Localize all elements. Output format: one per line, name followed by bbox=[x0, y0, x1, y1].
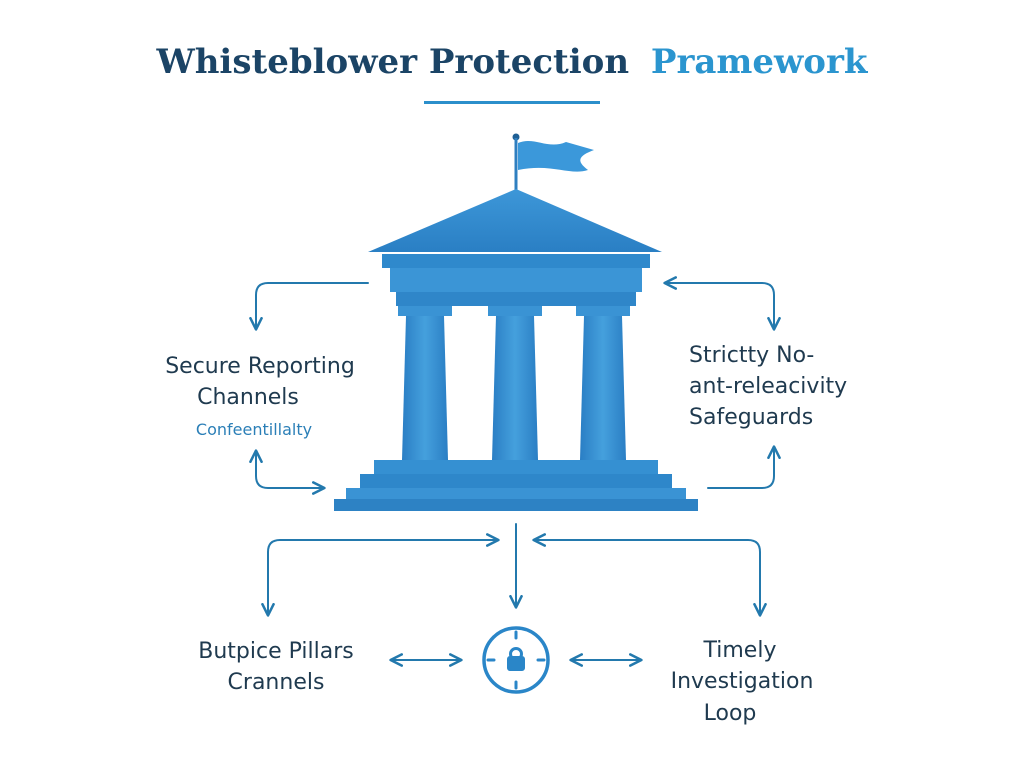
node-bottom-right-line-3: Loop bbox=[704, 701, 757, 726]
title-part-2: Pramework bbox=[651, 42, 869, 82]
node-bottom-right-line-1: Timely bbox=[703, 638, 777, 663]
node-bottom-right-line-2: Investigation bbox=[671, 669, 814, 694]
node-right-line-1: Strictty No- bbox=[689, 343, 814, 368]
node-bottom-left: Butpice Pillars Crannels bbox=[198, 639, 353, 695]
node-right: Strictty No- ant-releacivity Safeguards bbox=[689, 343, 847, 430]
node-bottom-left-line-2: Crannels bbox=[228, 670, 325, 695]
node-right-line-3: Safeguards bbox=[689, 405, 813, 430]
connector-bottom-left-branch bbox=[261, 533, 500, 617]
temple-icon bbox=[334, 133, 698, 511]
node-bottom-right: Timely Investigation Loop bbox=[671, 638, 814, 726]
connector-temple-to-right bbox=[707, 445, 781, 489]
connector-bottom-right-branch bbox=[532, 533, 767, 617]
title-part-1: Whisteblower Protection bbox=[156, 42, 630, 82]
flag-icon bbox=[512, 133, 594, 190]
diagram-title: Whisteblower Protection Pramework bbox=[156, 42, 869, 82]
connector-temple-to-left bbox=[249, 282, 369, 331]
node-left: Secure Reporting Channels Confeentillalt… bbox=[165, 354, 355, 439]
node-left-line-1: Secure Reporting bbox=[165, 354, 355, 379]
node-left-sub: Confeentillalty bbox=[196, 420, 312, 439]
lock-clock-icon bbox=[482, 626, 550, 694]
connector-right-to-temple bbox=[663, 276, 781, 331]
connector-left-to-temple bbox=[249, 449, 326, 495]
connectors bbox=[249, 276, 781, 667]
node-right-line-2: ant-releacivity bbox=[689, 374, 847, 399]
node-bottom-left-line-1: Butpice Pillars bbox=[198, 639, 353, 664]
node-left-line-2: Channels bbox=[197, 385, 299, 410]
title-underline bbox=[424, 101, 600, 104]
